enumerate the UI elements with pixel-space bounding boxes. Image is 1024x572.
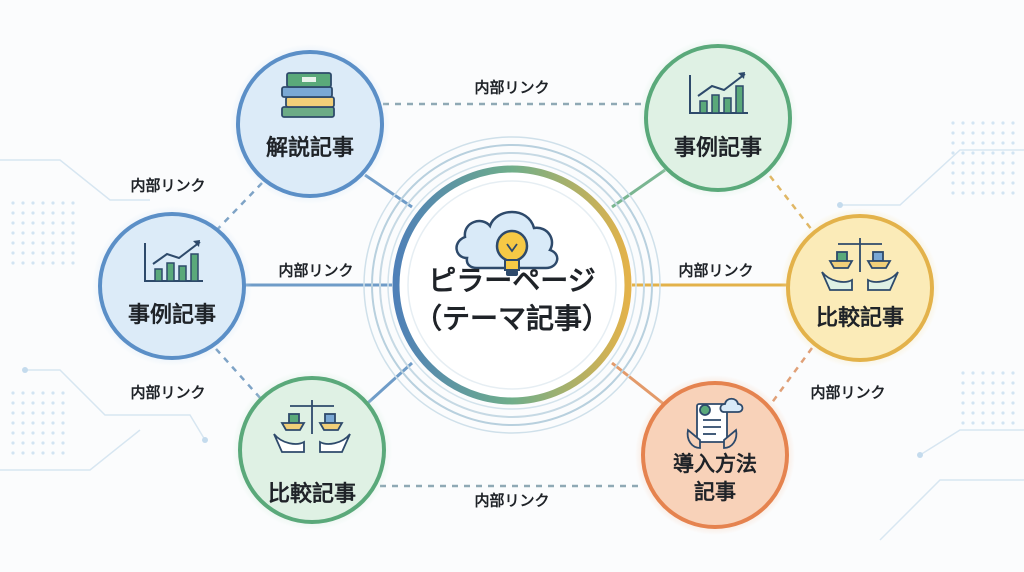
center-hub: [363, 136, 661, 434]
node-explanation[interactable]: [230, 44, 390, 204]
scales-icon-left: [273, 400, 351, 453]
cloud-lightbulb-icon: [455, 210, 559, 276]
node-case-left[interactable]: [92, 206, 252, 366]
node-case-right-label: 事例記事: [673, 136, 763, 161]
background-decoration: [0, 120, 1024, 541]
growth-chart-icon-left: [144, 240, 203, 282]
link-label-upper-left: 内部リンク: [130, 176, 206, 195]
link-label-lower-right: 内部リンク: [810, 383, 886, 402]
link-label-top: 内部リンク: [474, 78, 550, 97]
node-compare-right[interactable]: [780, 208, 940, 368]
document-cloud-icon: [686, 397, 744, 449]
node-compare-right-label: 比較記事: [815, 306, 905, 331]
center-title-line1: ピラーページ: [428, 264, 596, 297]
scales-icon-right: [821, 238, 899, 291]
node-case-left-label: 事例記事: [127, 303, 217, 328]
node-intro[interactable]: [635, 375, 795, 535]
node-compare-left[interactable]: [232, 370, 392, 530]
link-label-mid-left: 内部リンク: [278, 261, 354, 280]
center-title-line2: （テーマ記事）: [413, 302, 611, 335]
link-label-bottom: 内部リンク: [474, 491, 550, 510]
growth-chart-icon-right: [689, 72, 748, 114]
node-compare-left-label: 比較記事: [267, 482, 357, 507]
node-case-right[interactable]: [638, 38, 798, 198]
node-explanation-label: 解説記事: [265, 136, 355, 161]
node-intro-label: 導入方法 記事: [673, 450, 757, 506]
node-intro-label-line1: 導入方法: [673, 452, 757, 476]
link-label-mid-right: 内部リンク: [678, 261, 754, 280]
link-label-lower-left: 内部リンク: [130, 383, 206, 402]
node-intro-label-line2: 記事: [694, 480, 736, 504]
books-icon: [281, 72, 335, 118]
center-title: ピラーページ （テーマ記事）: [414, 262, 610, 338]
